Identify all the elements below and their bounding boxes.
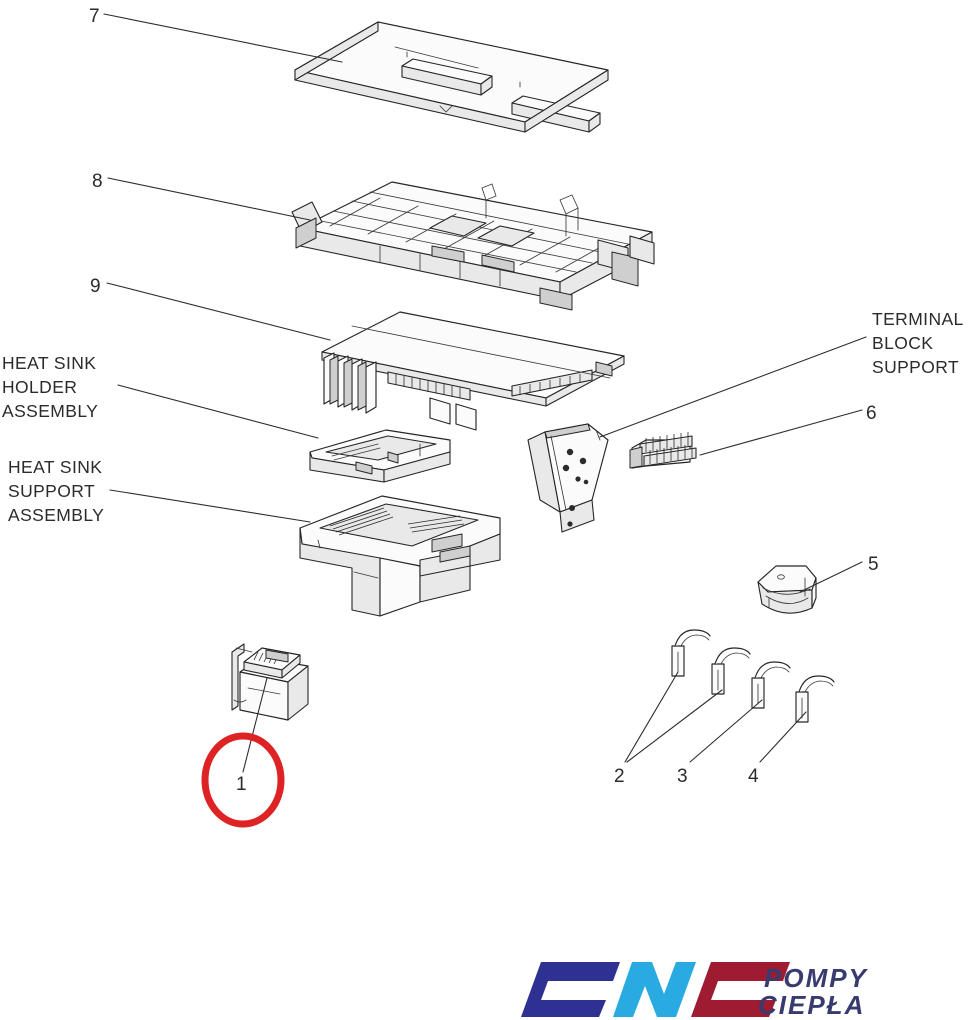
logo-letter-n-cyan <box>613 962 696 1017</box>
leader-5 <box>799 561 863 593</box>
callout-number-3: 3 <box>677 766 688 787</box>
annotation-line: HOLDER <box>2 377 77 397</box>
leader-2a <box>624 671 679 763</box>
leader-3 <box>689 699 763 763</box>
annotation-line: HEAT SINK <box>2 353 96 373</box>
callout-number-5: 5 <box>868 554 879 575</box>
callout-number-1: 1 <box>236 774 247 795</box>
part-sensor-probe-c <box>751 661 791 709</box>
part-relay-contactor <box>231 643 309 721</box>
logo-letter-c-navy <box>521 962 620 1017</box>
part-heat-sink-holder-assembly <box>309 429 451 483</box>
annotation-line: BLOCK <box>872 333 933 353</box>
annotation-line: TERMINAL <box>872 309 964 329</box>
part-sensor-probe-d <box>795 675 835 723</box>
highlight-ellipse-part-1 <box>201 732 285 828</box>
annotation-line: ASSEMBLY <box>8 505 104 525</box>
annotation-line: SUPPORT <box>872 357 959 377</box>
part-chassis-frame <box>291 181 655 311</box>
leader-6 <box>699 409 863 456</box>
callout-number-8: 8 <box>92 171 103 192</box>
leader-8 <box>107 177 311 221</box>
annotation-terminal-block-support: TERMINAL BLOCK SUPPORT <box>872 309 964 377</box>
callout-number-7: 7 <box>89 6 100 27</box>
leader-1 <box>242 677 268 773</box>
logo-letter-c-red <box>691 962 790 1017</box>
callout-number-6: 6 <box>866 403 877 424</box>
leader-terminal-block-support <box>599 336 867 438</box>
leader-7 <box>103 13 343 63</box>
callout-number-4: 4 <box>748 766 759 787</box>
annotation-line: HEAT SINK <box>8 457 102 477</box>
callout-number-2: 2 <box>614 766 625 787</box>
part-terminal-block-support-bracket <box>527 423 609 533</box>
part-circuit-board-heatsink <box>321 311 625 431</box>
leader-2b <box>626 689 723 763</box>
logo-word-cieplа: CIEPŁA <box>758 990 865 1020</box>
part-heat-sink-support-assembly <box>299 495 501 617</box>
leader-heat-sink-support <box>109 489 311 523</box>
part-rounded-housing-cap <box>757 565 817 614</box>
annotation-line: ASSEMBLY <box>2 401 98 421</box>
part-terminal-block <box>629 432 697 469</box>
annotation-heat-sink-holder-assembly: HEAT SINK HOLDER ASSEMBLY <box>2 353 98 421</box>
annotation-line: SUPPORT <box>8 481 95 501</box>
part-top-cover-panel <box>294 21 609 133</box>
leader-heat-sink-holder <box>117 384 319 439</box>
part-sensor-probe-a <box>671 629 711 677</box>
leader-9 <box>106 282 331 341</box>
leader-lines <box>103 13 867 773</box>
logo-word-pompy: POMPY <box>764 963 869 993</box>
brand-logo: POMPY CIEPŁA <box>521 962 869 1020</box>
callout-number-9: 9 <box>90 276 101 297</box>
leader-4 <box>759 711 807 763</box>
annotation-heat-sink-support-assembly: HEAT SINK SUPPORT ASSEMBLY <box>8 457 104 525</box>
part-sensor-probe-b <box>711 647 751 695</box>
